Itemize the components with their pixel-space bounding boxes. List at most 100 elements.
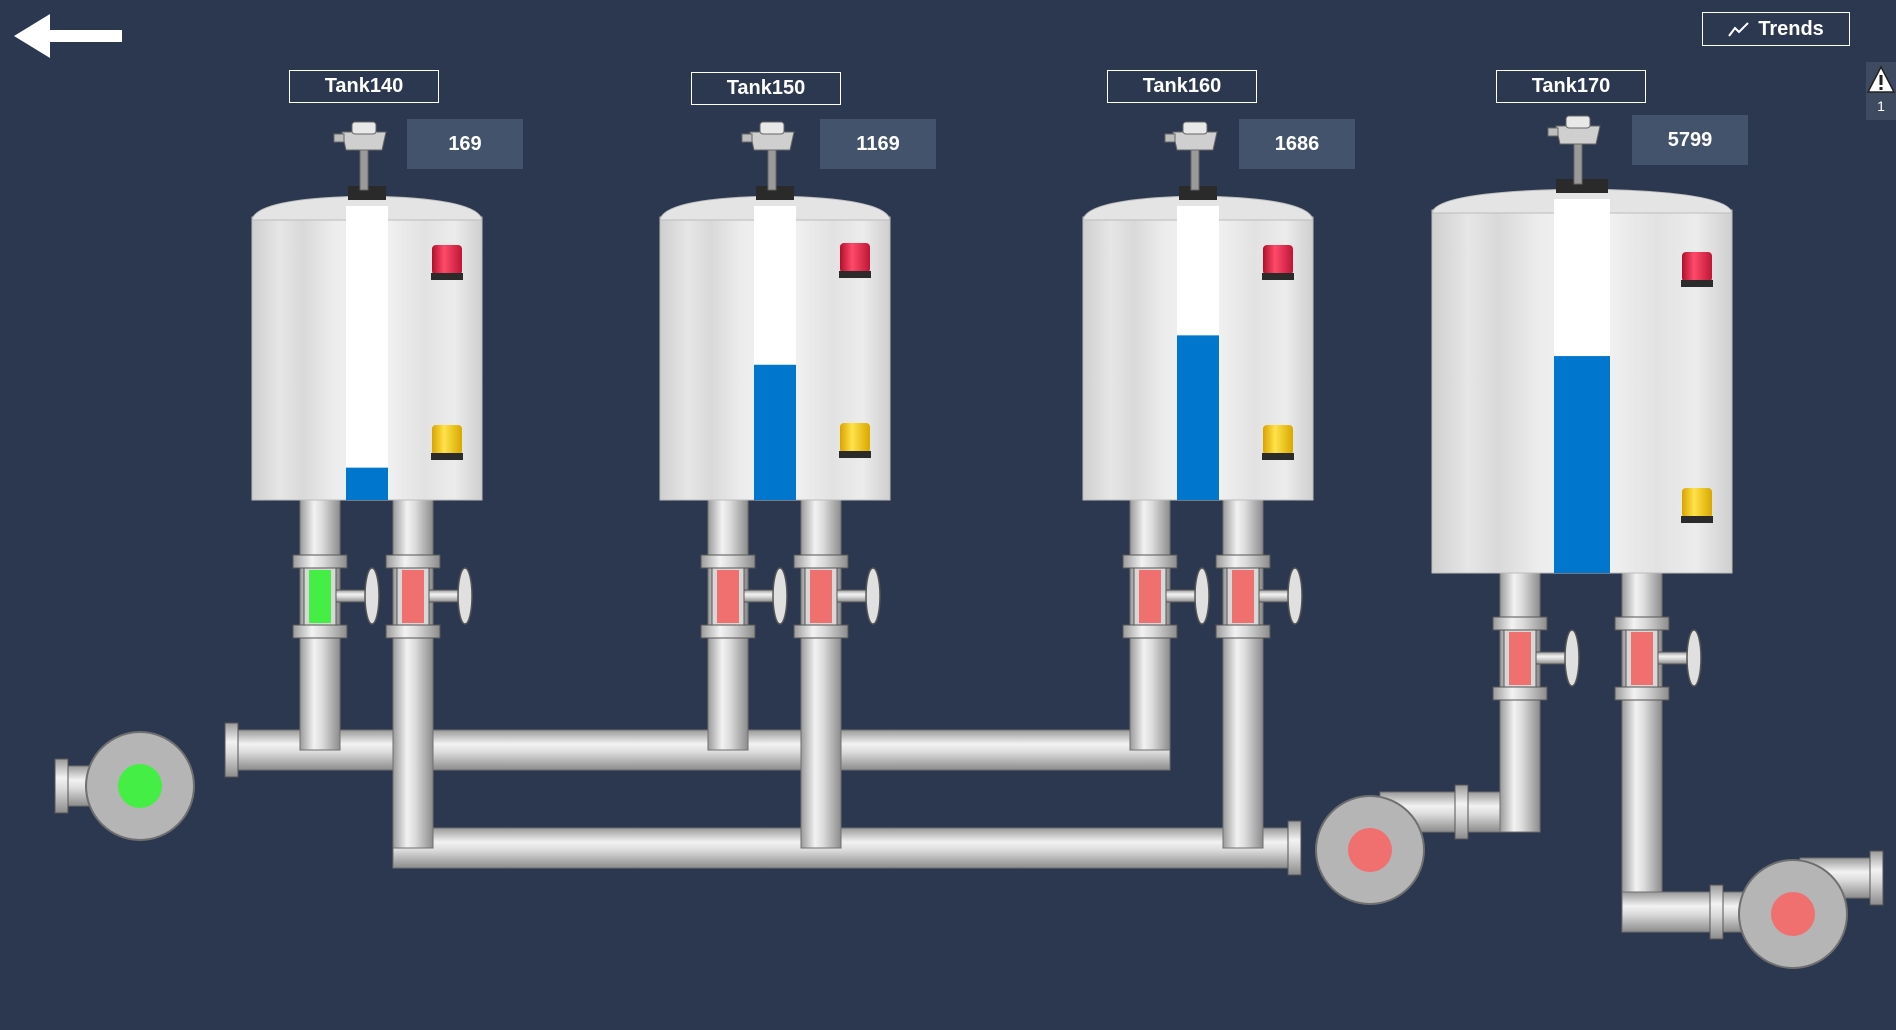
level-fill [1177,335,1219,500]
temperature-sensor-icon[interactable] [1164,121,1218,191]
alarm-lamp-dome [1682,252,1712,282]
valve-tank140-outlet-1[interactable] [292,554,380,639]
pump-status-indicator [1348,828,1392,872]
alarm-lamp-dome [432,245,462,275]
tank140-outlet-2-pipe [392,484,434,849]
sensor-cap [351,121,377,135]
sensor-cap [759,121,785,135]
pump-2[interactable] [1315,795,1425,905]
high-level-alarm-lamp[interactable] [1262,245,1294,280]
pump2-discharge-flange [1454,784,1469,840]
sensor-head [341,131,387,151]
high-level-alarm-lamp[interactable] [1681,252,1713,287]
tank150-outlet-2-pipe [800,484,842,849]
alarm-lamp-base [1262,273,1294,280]
tank-value-150[interactable]: 1169 [820,119,936,169]
sensor-stem [767,147,777,191]
tank-tank160[interactable] [1082,186,1314,501]
low-level-alarm-lamp[interactable] [431,425,463,460]
valve-flange-top [1215,554,1271,569]
trends-label: Trends [1758,17,1824,40]
sensor-group [333,115,1601,191]
valve-stem [743,589,775,603]
pump-1[interactable] [85,731,195,841]
sensor-head [1172,131,1218,151]
valve-tank140-outlet-2[interactable] [385,554,473,639]
valve-stem [1657,651,1689,665]
temperature-sensor-icon[interactable] [1547,115,1601,185]
valve-tank150-outlet-2[interactable] [793,554,881,639]
tank170-outlet-2-pipe [1621,549,1663,931]
low-level-alarm-lamp[interactable] [1262,425,1294,460]
valve-handwheel-icon [1194,567,1210,625]
high-level-alarm-lamp[interactable] [431,245,463,280]
alarm-lamp-dome [1682,488,1712,518]
valve-state-indicator [309,570,331,623]
valve-handwheel-icon [364,567,380,625]
high-level-alarm-lamp[interactable] [839,243,871,278]
tank160-outlet-2-pipe [1222,484,1264,849]
valve-flange-bottom [385,624,441,639]
tank-label-170: Tank170 [1496,70,1646,103]
valve-tank160-outlet-2[interactable] [1215,554,1303,639]
sensor-gland [1547,127,1559,137]
trends-button[interactable]: Trends [1702,12,1850,46]
valve-stem [428,589,460,603]
tank-tank150[interactable] [659,186,891,501]
valve-flange-top [793,554,849,569]
valve-handwheel-icon [1686,629,1702,687]
valve-flange-top [385,554,441,569]
alarm-count: 1 [1877,98,1885,114]
tank-value-140[interactable]: 169 [407,119,523,169]
valve-flange-bottom [292,624,348,639]
temperature-sensor-icon[interactable] [741,121,795,191]
pump-3[interactable] [1738,859,1848,969]
valve-stem [1535,651,1567,665]
valve-state-indicator [1232,570,1254,623]
valve-stem [335,589,367,603]
tank-value-170[interactable]: 5799 [1632,115,1748,165]
alarm-indicator[interactable]: 1 [1866,62,1896,120]
valve-tank160-outlet-1[interactable] [1122,554,1210,639]
alarm-lamp-base [839,271,871,278]
valve-stem [1258,589,1290,603]
valve-flange-bottom [1614,686,1670,701]
back-button[interactable] [10,10,126,62]
tank-tank140[interactable] [251,186,483,501]
valve-handwheel-icon [1564,629,1580,687]
valve-group [292,554,1702,701]
sensor-gland [741,133,753,143]
alarm-lamp-base [1681,516,1713,523]
temperature-sensor-icon[interactable] [333,121,387,191]
alarm-lamp-dome [432,425,462,455]
arrow-left-icon [14,14,122,58]
tank-label-150: Tank150 [691,72,841,105]
valve-flange-bottom [1215,624,1271,639]
pump-status-indicator [1771,892,1815,936]
valve-handwheel-icon [1287,567,1303,625]
pump1-inlet-flange [54,758,69,814]
valve-tank150-outlet-1[interactable] [700,554,788,639]
valve-flange-top [292,554,348,569]
alarm-lamp-dome [840,423,870,453]
sensor-gland [1164,133,1176,143]
valve-tank170-outlet-1[interactable] [1492,616,1580,701]
tank-tank170[interactable] [1431,179,1733,574]
low-level-alarm-lamp[interactable] [839,423,871,458]
tank-top-nozzle [756,186,794,200]
level-fill [346,467,388,500]
warning-triangle-icon [1866,65,1896,93]
valve-tank170-outlet-2[interactable] [1614,616,1702,701]
alarm-lamp-dome [1263,425,1293,455]
tank-value-160[interactable]: 1686 [1239,119,1355,169]
valve-flange-bottom [700,624,756,639]
tank-top-nozzle [1179,186,1217,200]
pump3-discharge-flange [1869,850,1884,906]
alarm-lamp-base [431,453,463,460]
alarm-lamp-base [1681,280,1713,287]
alarm-lamp-base [1262,453,1294,460]
suction-header-pipe-2 [392,827,1301,869]
sensor-gland [333,133,345,143]
low-level-alarm-lamp[interactable] [1681,488,1713,523]
